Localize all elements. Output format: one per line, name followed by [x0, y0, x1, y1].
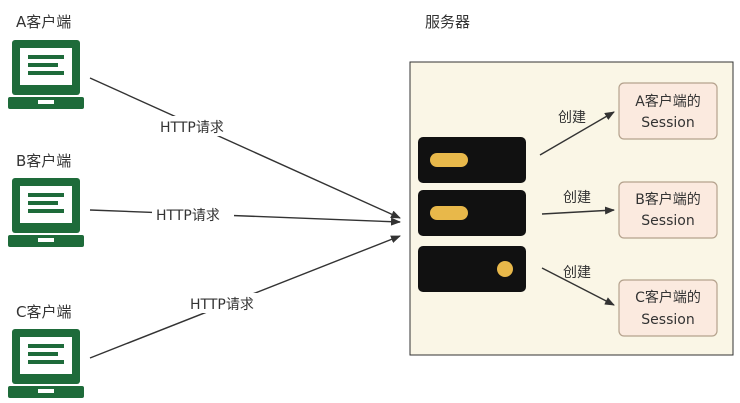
request-label-c: HTTP请求	[190, 297, 254, 313]
request-label-b: HTTP请求	[156, 208, 220, 224]
session-b-title: B客户端的	[635, 191, 701, 208]
session-b-name: Session	[641, 213, 694, 229]
create-label-c: 创建	[563, 265, 591, 281]
laptop-icon	[8, 178, 84, 247]
server-title: 服务器	[425, 13, 470, 31]
laptop-icon	[8, 40, 84, 109]
create-label-b: 创建	[563, 190, 591, 206]
session-box-c: C客户端的 Session	[618, 279, 718, 337]
session-c-title: C客户端的	[635, 289, 701, 306]
create-arrow-c	[541, 267, 615, 306]
session-a-name: Session	[641, 115, 694, 131]
session-box-b: B客户端的 Session	[618, 181, 718, 239]
client-a-label: A客户端	[16, 13, 71, 31]
laptop-icon	[8, 329, 84, 398]
create-arrow-a	[539, 111, 615, 156]
server-rack-icon	[418, 137, 526, 292]
request-arrow-b	[89, 209, 401, 226]
session-box-a: A客户端的 Session	[618, 82, 718, 140]
session-a-title: A客户端的	[635, 93, 701, 110]
request-label-a: HTTP请求	[160, 120, 224, 136]
session-c-name: Session	[641, 312, 694, 328]
create-label-a: 创建	[558, 110, 586, 126]
client-b-label: B客户端	[16, 152, 71, 170]
client-c-label: C客户端	[16, 303, 71, 321]
request-arrow-a	[89, 77, 401, 219]
create-arrow-b	[541, 206, 615, 215]
